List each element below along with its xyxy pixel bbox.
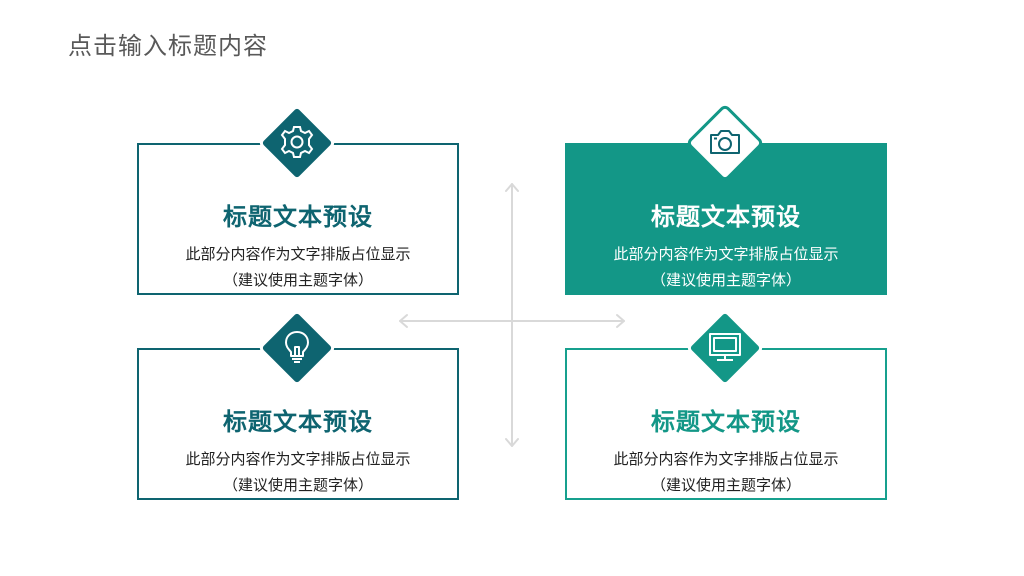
page-title[interactable]: 点击输入标题内容 (68, 32, 268, 60)
card-title: 标题文本预设 (651, 203, 801, 231)
card-title: 标题文本预设 (651, 408, 801, 436)
camera-icon (705, 122, 745, 162)
card-description: 此部分内容作为文字排版占位显示 （建议使用主题字体） (185, 450, 411, 494)
card-description: 此部分内容作为文字排版占位显示 （建议使用主题字体） (613, 450, 839, 494)
card-description: 此部分内容作为文字排版占位显示 （建议使用主题字体） (613, 245, 839, 289)
card-description: 此部分内容作为文字排版占位显示 （建议使用主题字体） (185, 245, 411, 289)
monitor-icon (705, 327, 745, 367)
card-title: 标题文本预设 (223, 408, 373, 436)
card-title: 标题文本预设 (223, 203, 373, 231)
feature-card-1[interactable]: 标题文本预设 此部分内容作为文字排版占位显示 （建议使用主题字体） (137, 143, 459, 295)
lightbulb-icon (277, 327, 317, 367)
feature-card-2[interactable]: 标题文本预设 此部分内容作为文字排版占位显示 （建议使用主题字体） (565, 143, 887, 295)
gear-icon (277, 122, 317, 162)
